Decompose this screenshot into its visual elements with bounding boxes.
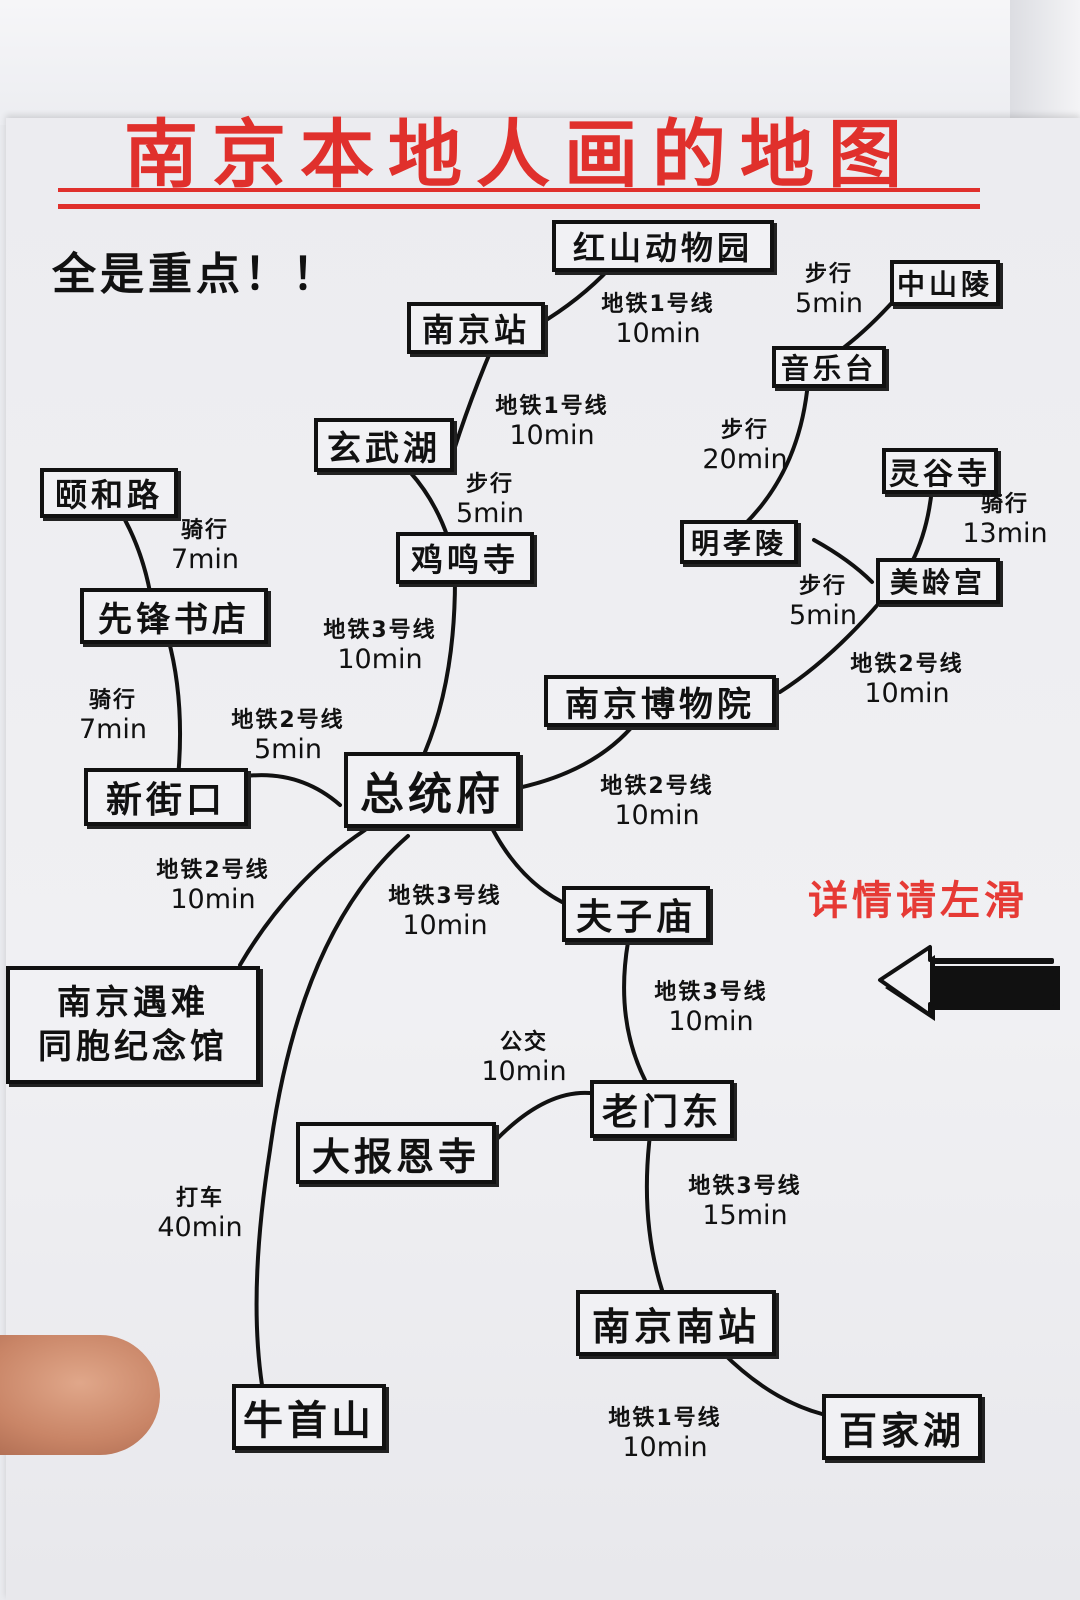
line-jiming-zongtong [423, 578, 457, 754]
line-zongtong-niushou [254, 834, 410, 1387]
node-zongtongfu: 总统府 [344, 752, 520, 828]
line-xinjiekou-zongtong [244, 773, 342, 807]
thumb [0, 1335, 160, 1455]
node-xinjiekou: 新街口 [84, 768, 248, 826]
node-nanjing-museum: 南京博物院 [544, 675, 776, 727]
line-dabao-laomen [494, 1090, 592, 1142]
title-rule-top [58, 188, 980, 192]
node-jimingsi: 鸡鸣寺 [396, 532, 534, 584]
memorial-line-2: 同胞纪念馆 [38, 1027, 228, 1067]
line-laomen-south [644, 1133, 664, 1292]
node-xianfeng-bookstore: 先锋书店 [80, 588, 268, 644]
node-massacre-memorial: 南京遇难 同胞纪念馆 [6, 966, 260, 1084]
node-yiheroad: 颐和路 [40, 468, 178, 518]
page-title: 南京本地人画的地图 [124, 112, 916, 198]
line-zongtong-fuzi [491, 828, 564, 904]
node-xuanwuhu: 玄武湖 [314, 418, 454, 472]
node-yinyuetai: 音乐台 [772, 346, 886, 388]
line-fuzi-laomen [622, 940, 647, 1082]
node-hongshan-zoo: 红山动物园 [552, 220, 774, 272]
node-fuzimiao: 夫子庙 [562, 886, 710, 942]
swipe-hint: 详情请左滑 [808, 877, 1028, 924]
node-mingxiaoling: 明孝陵 [680, 520, 798, 564]
node-nanjing-station: 南京站 [407, 302, 545, 354]
node-laomendong: 老门东 [590, 1080, 734, 1138]
line-south-baijia [720, 1350, 824, 1416]
paper-curl [1010, 0, 1080, 125]
node-linggusi: 灵谷寺 [882, 448, 998, 494]
line-mingxiao-meiling [812, 538, 874, 584]
line-yinyue-mingxiao [742, 380, 810, 527]
node-dabaoensi: 大报恩寺 [296, 1122, 496, 1184]
line-xianfeng-xinjiekou [166, 636, 182, 780]
line-museum-zongtong [516, 715, 642, 790]
node-zhongshanling: 中山陵 [890, 260, 1000, 306]
subtitle: 全是重点！！ [52, 249, 340, 300]
line-station-xuanwu [452, 346, 494, 452]
node-nanjing-south-station: 南京南站 [576, 1290, 776, 1356]
node-baijiahu: 百家湖 [822, 1394, 982, 1460]
line-zongtong-memorial [238, 828, 367, 967]
title-rule-bottom [58, 204, 980, 209]
node-niushoushan: 牛首山 [232, 1384, 386, 1450]
line-hongshan-station [536, 266, 612, 327]
line-linggu-meiling [910, 486, 934, 564]
line-meiling-museum [778, 600, 882, 694]
line-xuanwu-jiming [408, 470, 450, 540]
background-paper [0, 0, 1080, 125]
map-sheet [6, 118, 1080, 1600]
memorial-line-1: 南京遇难 [57, 982, 209, 1023]
node-meilinggong: 美龄宫 [876, 558, 1000, 604]
left-arrow-icon [878, 945, 1060, 1021]
